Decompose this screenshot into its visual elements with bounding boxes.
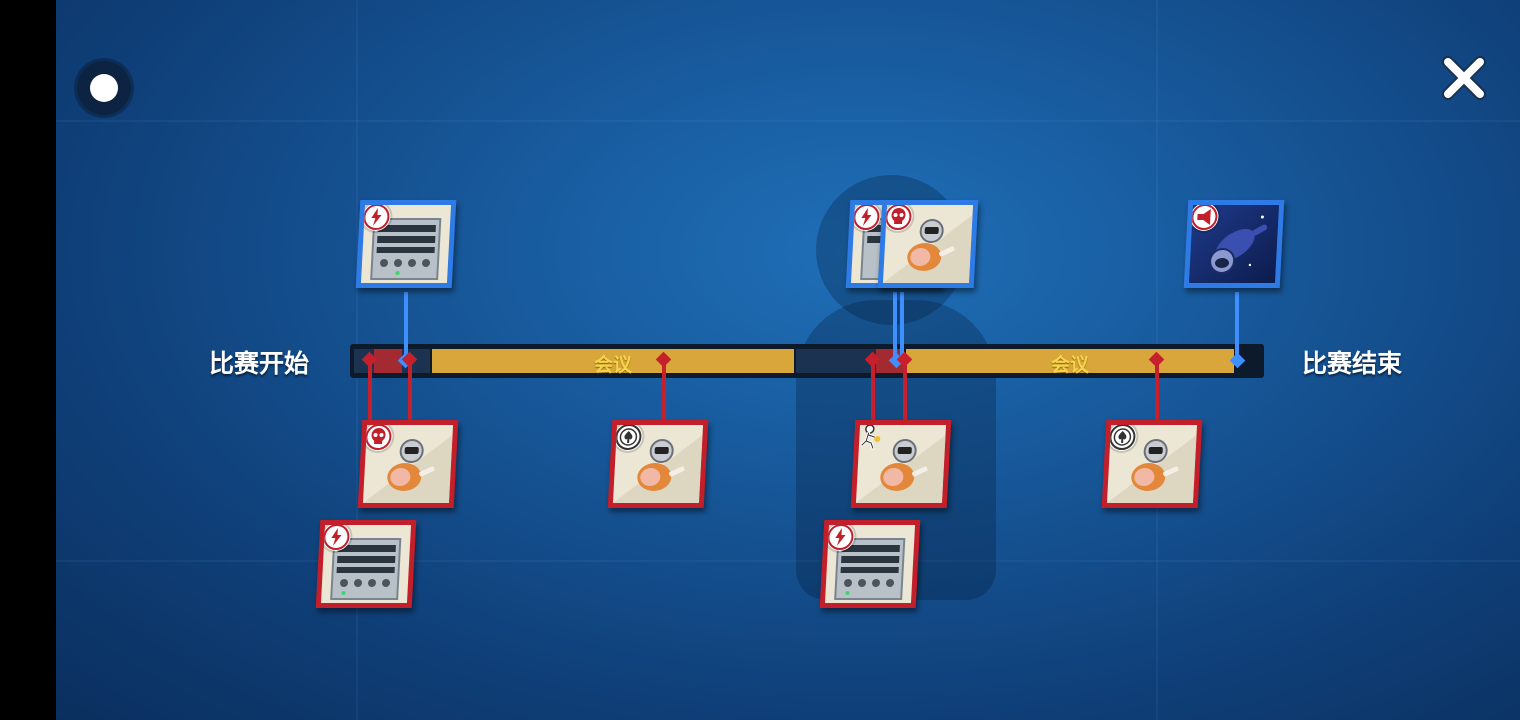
lightning-badge [825,525,856,551]
background-line [56,560,1520,562]
robot-meat-icon [1106,435,1197,503]
event-card-sabotage[interactable] [315,520,417,608]
event-card-art [1188,205,1280,283]
spade-icon [1109,425,1136,450]
close-button[interactable] [1436,50,1492,106]
runner-icon [860,425,881,450]
event-connector [900,292,904,360]
spade-badge [1107,425,1138,451]
event-connector [408,360,412,424]
meeting-label: 会议 [593,354,632,376]
event-card-art [882,205,974,283]
event-card-kill[interactable] [877,200,979,288]
lightning-icon [853,205,880,230]
timeline-segment-red [374,349,402,373]
control-panel-icon [370,218,442,280]
event-connector [662,360,666,424]
timeline-track: 会议 会议 [350,344,1264,378]
event-connector [903,360,907,424]
robot-meat-icon [882,215,973,283]
event-card-special[interactable] [607,420,709,508]
event-card-art [612,425,704,503]
match-timeline-screen [56,0,1520,720]
event-connector [1235,292,1239,360]
match-start-label: 比赛开始 [209,349,310,378]
robot-meat-icon [362,435,453,503]
lightning-badge [321,525,352,551]
lightning-badge [851,205,882,231]
control-panel-icon [330,538,402,600]
floating-astronaut-icon [1200,215,1268,274]
record-icon [90,74,118,102]
skull-icon [885,205,912,230]
event-card-art [362,425,454,503]
event-connector [404,292,408,360]
spade-badge [613,425,644,451]
skull-badge [363,425,394,451]
event-card-art [855,425,947,503]
event-card-special[interactable] [1101,420,1203,508]
megaphone-icon [1191,205,1218,230]
robot-meat-icon [855,435,946,503]
lightning-icon [323,525,350,550]
megaphone-badge [1189,205,1220,231]
event-connector [871,360,875,424]
event-card-meeting-called[interactable] [1183,200,1285,288]
match-end-label: 比赛结束 [1302,349,1403,378]
event-card-art [360,205,452,283]
event-connector [893,292,897,360]
event-card-sabotage[interactable] [819,520,921,608]
event-card-art [1106,425,1198,503]
event-card-art [824,525,916,603]
meeting-segment[interactable]: 会议 [432,349,794,376]
control-panel-icon [834,538,906,600]
runner-badge [857,425,886,451]
meeting-segment[interactable]: 会议 [906,349,1234,376]
event-card-kill[interactable] [357,420,459,508]
background-line [56,120,1520,122]
close-icon [1442,56,1486,100]
event-connector [1155,360,1159,424]
timeline-segment [796,349,876,373]
event-card-sabotage[interactable] [355,200,457,288]
spade-icon [615,425,642,450]
lightning-icon [363,205,390,230]
lightning-badge [361,205,392,231]
lightning-icon [827,525,854,550]
event-card-task[interactable] [850,420,952,508]
event-card-art [320,525,412,603]
robot-meat-icon [612,435,703,503]
meeting-label: 会议 [1050,354,1089,376]
skull-badge [883,205,914,231]
event-connector [368,360,372,424]
skull-icon [365,425,392,450]
record-button[interactable] [77,61,131,115]
